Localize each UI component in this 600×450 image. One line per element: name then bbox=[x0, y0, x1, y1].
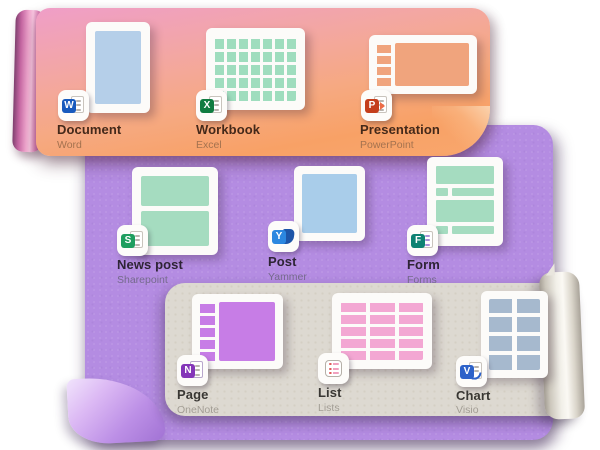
page-thumbnail bbox=[192, 294, 283, 369]
list-glyph bbox=[325, 360, 342, 377]
item-app-name: Yammer bbox=[268, 271, 307, 283]
item-app-name: Visio bbox=[456, 404, 479, 416]
item-title: Document bbox=[57, 122, 122, 137]
item-title: Post bbox=[268, 254, 297, 269]
item-app-name: PowerPoint bbox=[360, 139, 414, 151]
news-block-top bbox=[141, 176, 209, 206]
yammer-icon: Y bbox=[268, 221, 299, 252]
yammer-letter-tile: Y bbox=[272, 230, 286, 244]
word-icon: W bbox=[58, 90, 89, 121]
item-title: Form bbox=[407, 257, 440, 272]
form-fields bbox=[436, 166, 494, 237]
visio-icon: V bbox=[456, 356, 487, 387]
powerpoint-wedge bbox=[380, 102, 385, 110]
lists-icon bbox=[318, 353, 349, 384]
post-thumbnail bbox=[294, 166, 365, 241]
onenote-icon: N bbox=[177, 355, 208, 386]
notebook-canvas bbox=[219, 302, 275, 361]
excel-letter-tile: X bbox=[200, 99, 214, 113]
visio-letter-tile: V bbox=[460, 365, 474, 379]
form-thumbnail bbox=[427, 157, 503, 246]
news-block-bottom bbox=[141, 211, 209, 246]
item-app-name: Forms bbox=[407, 274, 437, 286]
powerpoint-letter-tile: P bbox=[365, 99, 379, 113]
word-letter-tile: W bbox=[62, 99, 76, 113]
forms-icon: F bbox=[407, 225, 438, 256]
slide-list bbox=[377, 43, 391, 86]
item-app-name: Sharepoint bbox=[117, 274, 168, 286]
item-title: Workbook bbox=[196, 122, 261, 137]
item-app-name: Word bbox=[57, 139, 82, 151]
sharepoint-icon: S bbox=[117, 225, 148, 256]
slide-canvas bbox=[395, 43, 469, 86]
item-title: Presentation bbox=[360, 122, 440, 137]
document-thumbnail bbox=[86, 22, 150, 113]
onenote-letter-tile: N bbox=[181, 364, 195, 378]
item-app-name: Excel bbox=[196, 139, 222, 151]
sharepoint-letter-tile: S bbox=[121, 234, 135, 248]
chart-thumbnail bbox=[481, 291, 548, 378]
notebook-tabs bbox=[200, 302, 215, 361]
list-thumbnail bbox=[332, 293, 432, 369]
item-app-name: OneNote bbox=[177, 404, 220, 416]
excel-icon: X bbox=[196, 90, 227, 121]
powerpoint-icon: P bbox=[361, 90, 392, 121]
item-title: List bbox=[318, 385, 342, 400]
presentation-thumbnail bbox=[369, 35, 477, 94]
item-title: Page bbox=[177, 387, 209, 402]
news-post-thumbnail bbox=[132, 167, 218, 255]
item-app-name: Lists bbox=[318, 402, 340, 414]
item-title: News post bbox=[117, 257, 183, 272]
forms-letter-tile: F bbox=[411, 234, 425, 248]
item-title: Chart bbox=[456, 388, 491, 403]
